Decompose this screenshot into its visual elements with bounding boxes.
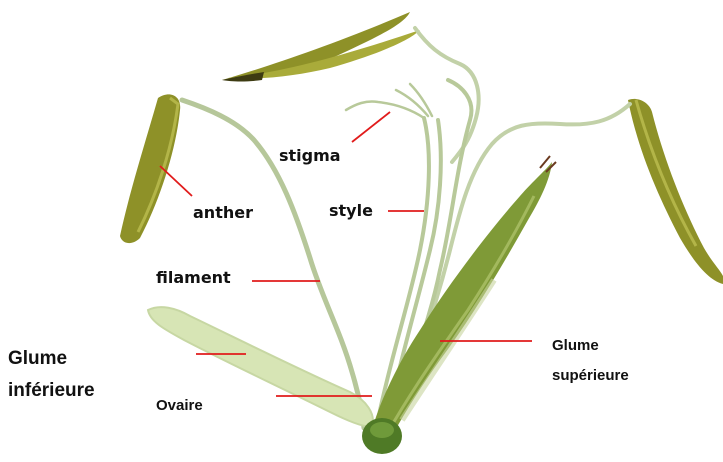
- label-glume-inferieure-line1: Glume: [8, 349, 67, 368]
- label-filament: filament: [156, 270, 231, 286]
- anther-right: [628, 99, 723, 284]
- anther-left: [120, 94, 180, 243]
- label-glume-inferieure-line2: inférieure: [8, 381, 95, 400]
- label-ovaire: Ovaire: [156, 398, 203, 413]
- leader-anther: [160, 166, 192, 196]
- label-stigma: stigma: [279, 148, 341, 164]
- leader-stigma: [352, 112, 390, 142]
- label-glume-superieure-line1: Glume: [552, 338, 599, 353]
- label-style: style: [329, 203, 373, 219]
- label-anther: anther: [193, 205, 253, 221]
- label-glume-superieure-line2: supérieure: [552, 368, 629, 383]
